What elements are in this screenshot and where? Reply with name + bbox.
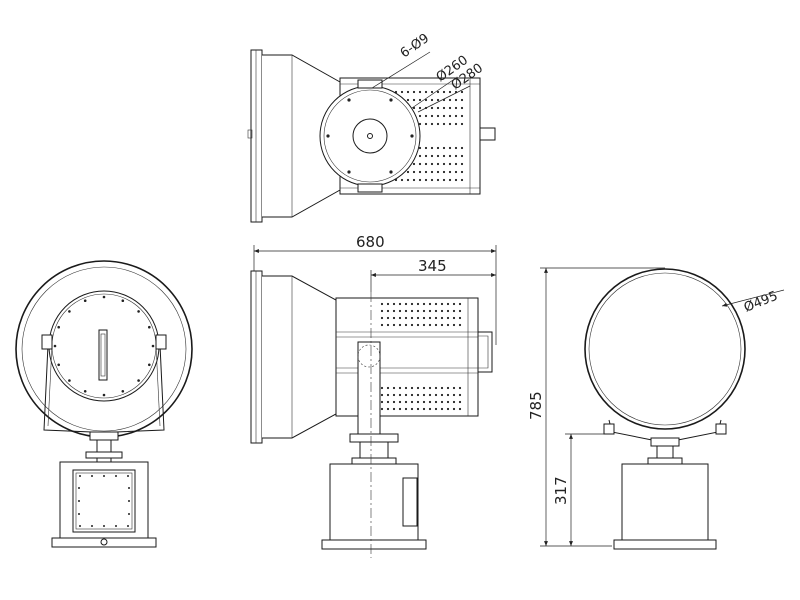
top-view: 6-Ø9 Ø260 Ø280: [247, 31, 496, 223]
front-door-bolts: [53, 295, 155, 397]
base-height-label: 317: [552, 476, 570, 505]
rear-view: 785 317 Ø495: [527, 267, 785, 550]
panel-screws: [78, 475, 130, 527]
side-vent-dots: [380, 302, 462, 411]
ring-bolt-holes: [326, 98, 414, 174]
rear-length-label: 345: [418, 257, 447, 275]
overall-length-label: 680: [356, 233, 385, 251]
lens-diameter-label: Ø495: [742, 289, 780, 316]
side-view: 680 345: [250, 233, 497, 558]
front-view: [15, 260, 193, 548]
top-vent-dots: [394, 90, 464, 182]
holes-label: 6-Ø9: [398, 31, 432, 61]
total-height-label: 785: [527, 391, 545, 420]
